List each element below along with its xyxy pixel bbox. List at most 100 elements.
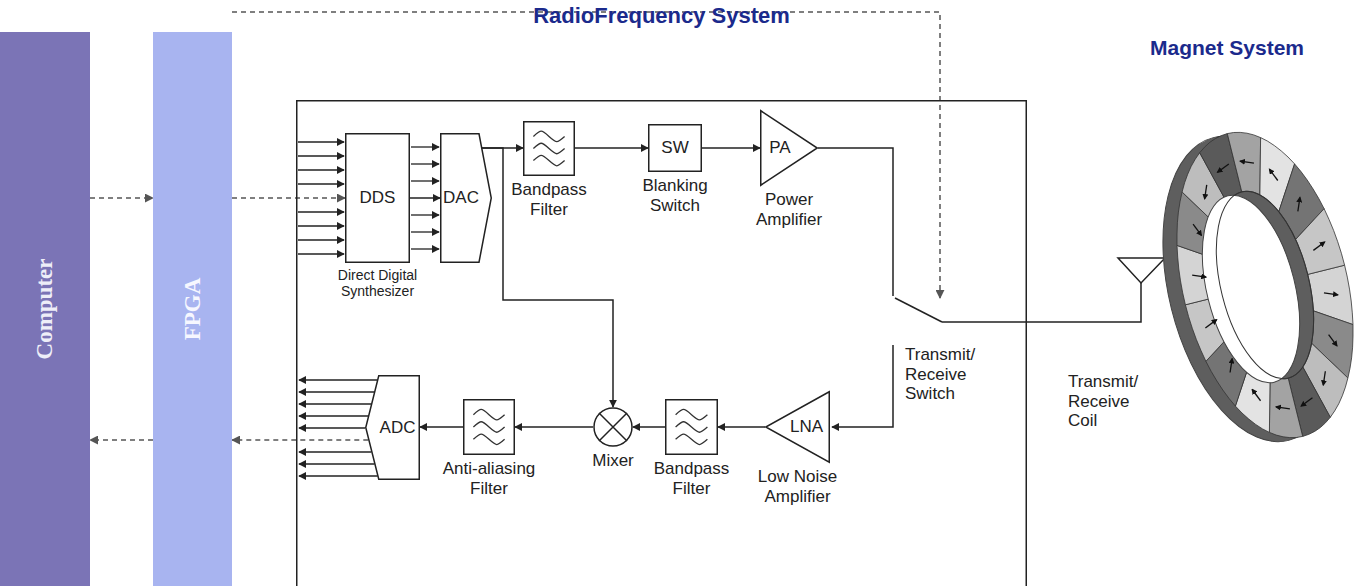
magnetization-arrow (1252, 389, 1260, 400)
block-text: DAC (440, 133, 492, 263)
computer-band: Computer (0, 32, 90, 586)
data-link (232, 439, 368, 441)
bus-line (411, 231, 439, 232)
magnet-ring (1134, 118, 1366, 460)
block-text: DDS (345, 133, 410, 263)
magnetization-arrow (1193, 224, 1201, 235)
magnetization-arrow (1329, 335, 1337, 346)
block-label: Mixer (573, 451, 653, 471)
block-text: SW (648, 124, 702, 172)
bus-line (298, 253, 344, 254)
magnetization-arrow (1324, 293, 1338, 295)
shape-outline (463, 399, 515, 455)
bus-line (411, 163, 439, 164)
signal-arrow (420, 426, 463, 428)
block-text: ADC (365, 375, 420, 480)
block-label: Anti-aliasing Filter (436, 459, 542, 498)
section-title: Magnet System (1150, 36, 1360, 60)
block-label: Low Noise Amplifier (748, 467, 848, 506)
bus-line (411, 180, 439, 181)
bus-line (411, 214, 439, 215)
magnetization-arrow (1240, 161, 1254, 163)
bus-line (298, 183, 344, 184)
signal-arrow (482, 148, 613, 407)
section-title: RadioFrequency System (296, 3, 1027, 28)
block-label: Blanking Switch (630, 176, 720, 215)
bus-line (411, 146, 439, 147)
low-noise-amplifier: LNALow Noise Amplifier (765, 391, 830, 463)
magnetization-arrow (1192, 275, 1206, 277)
bus-line (299, 475, 378, 476)
block-text: LNA (765, 391, 830, 463)
tx-wire (818, 148, 893, 296)
bus-line (411, 248, 439, 249)
coil-label: Transmit/ Receive Coil (1068, 372, 1153, 431)
magnetization-arrow (1313, 242, 1324, 250)
block-label: Direct Digital Synthesizer (308, 267, 448, 299)
bus-line (298, 169, 344, 170)
block-label: Bandpass Filter (509, 180, 589, 219)
bus-line (299, 391, 374, 392)
bus-line (299, 463, 375, 464)
switch-blade (895, 298, 942, 322)
power-amplifier: PAPower Amplifier (760, 110, 818, 186)
halbach-magnet (1134, 118, 1366, 460)
bandpass-filter: Bandpass Filter (523, 121, 575, 176)
anti-aliasing-filter: Anti-aliasing Filter (463, 399, 515, 455)
signal-arrow (702, 147, 760, 149)
rf-system-frame: RadioFrequency SystemDDSDirect Digital S… (296, 100, 1027, 586)
magnet-segment (1227, 132, 1260, 195)
magnetization-arrow (1276, 407, 1290, 409)
signal-arrow (718, 426, 765, 428)
magnetization-arrow (1298, 197, 1300, 211)
bus-line (299, 427, 365, 428)
shape-outline (523, 121, 575, 176)
magnetization-arrow (1205, 320, 1216, 328)
dac-block: DAC (440, 133, 492, 263)
magnet-segment (1269, 375, 1302, 438)
bus-line (298, 239, 344, 240)
block-label: Power Amplifier (739, 190, 839, 229)
bus-line (298, 211, 344, 212)
magnetization-arrow (1269, 169, 1277, 180)
block-label: Bandpass Filter (652, 459, 732, 498)
signal-arrow (410, 197, 440, 199)
shape-outline (593, 407, 633, 447)
signal-arrow (575, 147, 648, 149)
bus-line (299, 415, 368, 416)
magnet-edge (1199, 181, 1331, 389)
coil-wire (942, 283, 1141, 322)
mixer-symbol: Mixer (593, 407, 633, 447)
rx-wire (832, 345, 893, 427)
magnetization-arrow (1218, 164, 1229, 172)
adc-block: ADC (365, 375, 420, 480)
data-link (90, 197, 153, 199)
signal-arrow (633, 426, 665, 428)
data-link (90, 439, 153, 441)
fpga-band: FPGA (153, 32, 232, 586)
bus-line (298, 225, 344, 226)
magnetization-arrow (1323, 371, 1325, 385)
magnetization-arrow (1230, 359, 1232, 373)
bus-line (299, 379, 377, 380)
magnetization-arrow (1205, 185, 1207, 199)
dds-block: DDSDirect Digital Synthesizer (345, 133, 410, 263)
block-text: PA (760, 110, 818, 186)
data-link (232, 197, 345, 199)
signal-arrow (515, 426, 593, 428)
antenna-symbol (1118, 258, 1165, 283)
bus-line (298, 155, 344, 156)
bus-line (299, 451, 371, 452)
control-line (232, 12, 940, 298)
block-text: FPGA (179, 278, 205, 341)
magnet-ring (1185, 185, 1317, 393)
magnet-segment (1296, 209, 1345, 275)
blanking-switch: SWBlanking Switch (648, 124, 702, 172)
magnetization-arrow (1301, 398, 1312, 406)
block-text: Computer (32, 259, 58, 360)
switch-label: Transmit/ Receive Switch (905, 345, 1000, 404)
bandpass-filter: Bandpass Filter (665, 399, 718, 455)
bus-line (298, 141, 344, 142)
shape-outline (665, 399, 718, 455)
